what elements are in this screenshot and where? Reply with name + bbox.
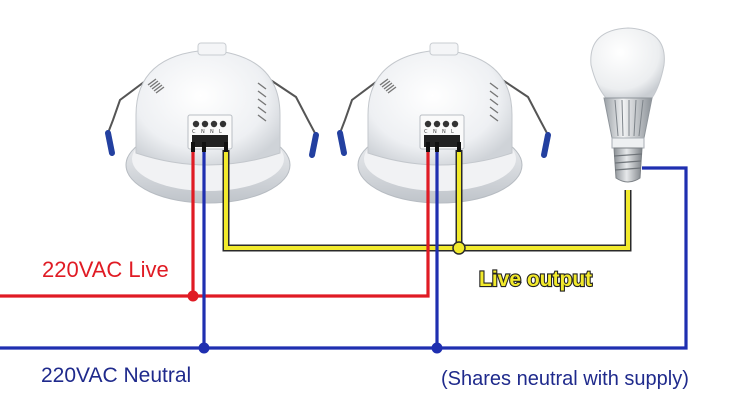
junction-output [452, 241, 466, 255]
live-supply-wire [0, 150, 430, 298]
sensor-terminal-markings: C N N L [424, 129, 454, 135]
motion-sensor-icon [108, 43, 316, 203]
junction-live [187, 290, 199, 302]
terminal-marking-n: N [433, 129, 437, 135]
light-bulb-icon [590, 27, 665, 183]
terminal-marking-n: N [210, 129, 214, 135]
terminal-marking-n: N [201, 129, 205, 135]
junction-neutral [198, 342, 210, 354]
junctions [187, 241, 466, 354]
terminal-marking-l: L [451, 129, 454, 135]
junction-neutral [431, 342, 443, 354]
terminal-marking-l: L [219, 129, 222, 135]
live-output-label: Live output [479, 268, 592, 291]
sensor-terminal-markings: C N N L [192, 129, 222, 135]
terminal-marking-c: C [192, 129, 196, 135]
motion-sensor-icon [340, 43, 548, 203]
neutral-supply-wire [0, 166, 688, 350]
terminal-marking-c: C [424, 129, 428, 135]
terminal-marking-n: N [442, 129, 446, 135]
shared-neutral-note: (Shares neutral with supply) [441, 368, 689, 390]
wires [0, 142, 688, 350]
live-label: 220VAC Live [42, 257, 169, 282]
neutral-label: 220VAC Neutral [41, 364, 191, 387]
